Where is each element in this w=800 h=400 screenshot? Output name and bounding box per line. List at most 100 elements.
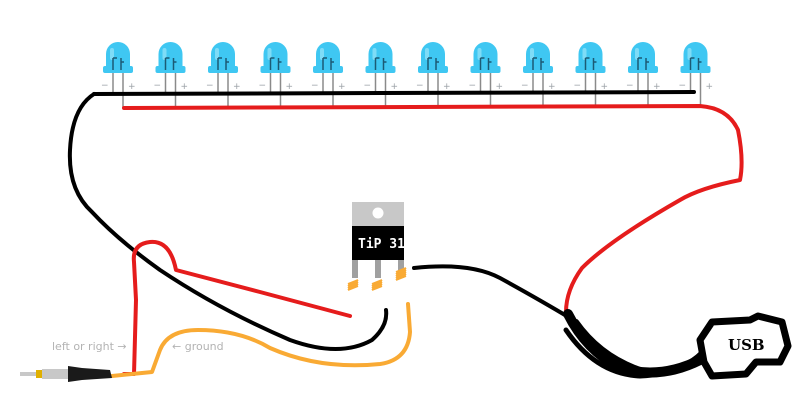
positive-bus-wire	[122, 104, 744, 314]
led-dome	[211, 42, 235, 68]
solder-coil-emitter	[395, 267, 407, 281]
led-anode-label: +	[233, 82, 241, 92]
led-anode-label: +	[338, 82, 346, 92]
led-rim	[680, 66, 711, 73]
jack-tip	[20, 372, 36, 376]
led-icon: −+	[206, 42, 241, 108]
led-die	[322, 57, 334, 70]
led-die	[584, 57, 597, 70]
led-anode-label: +	[496, 82, 504, 92]
led-dome	[368, 42, 393, 68]
led-dome	[578, 42, 603, 68]
audio-jack-icon	[20, 366, 112, 382]
led-icon: −+	[154, 42, 189, 108]
led-rim	[155, 66, 186, 73]
jack-body	[68, 366, 112, 382]
led-rim	[365, 66, 396, 73]
led-anode-label: +	[653, 82, 661, 92]
led-die	[269, 57, 282, 70]
led-highlight	[372, 48, 377, 60]
led-icon: −+	[101, 42, 136, 108]
led-cathode-label: −	[521, 81, 529, 91]
led-anode-label: +	[601, 82, 609, 92]
led-dome	[106, 42, 130, 68]
led-cathode-label: −	[364, 81, 372, 91]
led-die	[689, 57, 702, 70]
led-highlight	[582, 48, 587, 60]
led-highlight	[635, 48, 639, 60]
led-highlight	[530, 48, 534, 60]
led-icon: −+	[311, 42, 346, 108]
led-rim	[418, 66, 448, 73]
led-dome	[263, 42, 288, 68]
usb-cable	[563, 309, 711, 379]
led-cathode-label: −	[101, 81, 109, 91]
led-die	[164, 57, 177, 70]
usb-plug-icon: USB	[696, 312, 792, 380]
negative-bus-wire	[92, 90, 696, 96]
led-anode-label: +	[181, 82, 189, 92]
jack-sleeve	[42, 369, 68, 379]
led-highlight	[267, 48, 272, 60]
led-dome	[316, 42, 340, 68]
led-highlight	[110, 48, 114, 60]
led-rim	[575, 66, 606, 73]
led-highlight	[320, 48, 324, 60]
led-icon: −+	[574, 42, 609, 108]
negative-return-wire	[67, 92, 389, 351]
led-cathode-label: −	[574, 81, 582, 91]
led-die	[637, 57, 649, 70]
led-rim	[313, 66, 343, 73]
led-die	[532, 57, 544, 70]
led-icon: −+	[469, 42, 504, 108]
led-rim	[628, 66, 658, 73]
led-rim	[470, 66, 501, 73]
transistor-leg-base	[352, 260, 358, 278]
led-anode-label: +	[443, 82, 451, 92]
led-cathode-label: −	[679, 81, 687, 91]
led-highlight	[425, 48, 429, 60]
led-dome	[473, 42, 498, 68]
led-cathode-label: −	[469, 81, 477, 91]
led-dome	[158, 42, 183, 68]
led-rim	[103, 66, 133, 73]
led-die	[479, 57, 492, 70]
led-rim	[523, 66, 553, 73]
solder-coil-base	[347, 279, 359, 291]
led-cathode-label: −	[626, 81, 634, 91]
led-rim	[208, 66, 238, 73]
led-dome	[421, 42, 445, 68]
led-icon: −+	[679, 42, 714, 108]
led-cathode-label: −	[154, 81, 162, 91]
led-icon: −+	[416, 42, 451, 108]
usb-label: USB	[728, 336, 765, 354]
led-row: −+−+−+−+−+−+−+−+−+−+−+−+	[101, 42, 713, 108]
led-highlight	[215, 48, 219, 60]
left-or-right-annotation: left or right →	[52, 340, 127, 353]
solder-coil-collector	[371, 279, 383, 291]
led-icon: −+	[259, 42, 293, 108]
led-dome	[683, 42, 708, 68]
led-cathode-label: −	[416, 81, 424, 91]
led-cathode-label: −	[259, 81, 267, 91]
led-icon: −+	[521, 42, 556, 108]
led-highlight	[162, 48, 167, 60]
ground-annotation: ← ground	[172, 340, 224, 353]
jack-ring	[36, 370, 42, 378]
led-anode-label: +	[128, 82, 136, 92]
led-die	[427, 57, 439, 70]
signal-input-wire	[122, 239, 352, 376]
led-anode-label: +	[548, 82, 556, 92]
led-icon: −+	[626, 42, 661, 108]
led-anode-label: +	[391, 82, 399, 92]
transistor-icon: TiP 31	[347, 202, 407, 291]
transistor-label: TiP 31	[358, 237, 405, 252]
led-highlight	[687, 48, 692, 60]
led-die	[374, 57, 387, 70]
led-cathode-label: −	[311, 81, 319, 91]
led-anode-label: +	[706, 82, 714, 92]
transistor-mount-hole	[372, 207, 384, 219]
led-highlight	[477, 48, 482, 60]
led-dome	[631, 42, 655, 68]
led-die	[112, 57, 124, 70]
